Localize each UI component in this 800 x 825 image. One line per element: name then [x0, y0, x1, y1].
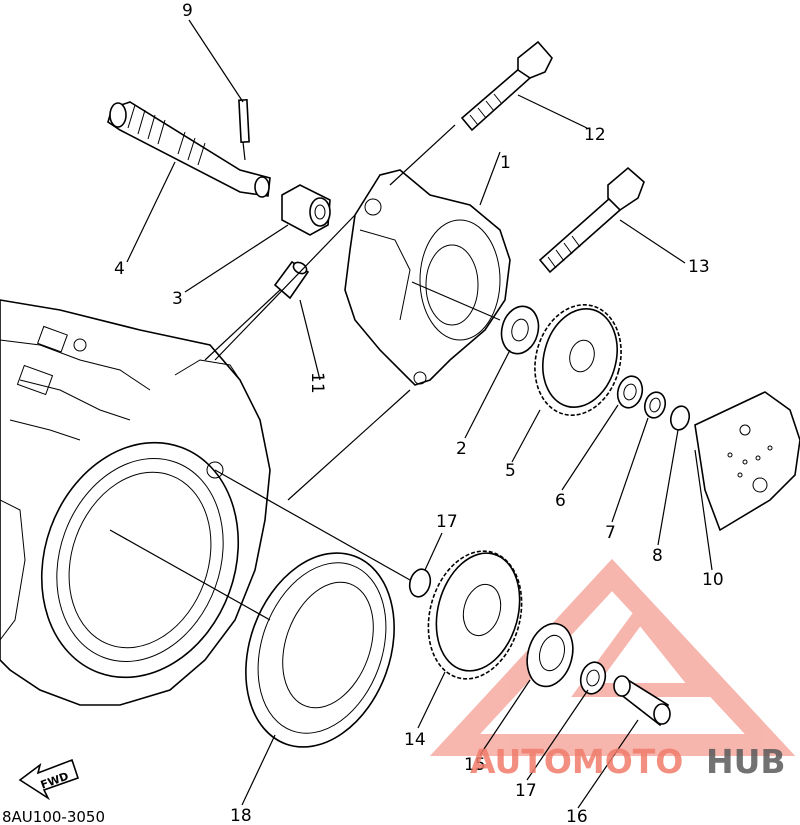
part-12-bolt [460, 40, 553, 132]
part-17-washer-lower [579, 661, 607, 695]
label-part-4: 4 [114, 259, 125, 279]
crankcase [0, 299, 271, 706]
part-5-gear [534, 304, 622, 416]
part-14-gear [427, 550, 523, 680]
label-part-5: 5 [505, 461, 516, 481]
label-part-2: 2 [456, 439, 467, 459]
part-7-washer [643, 391, 667, 419]
label-part-7: 7 [605, 523, 616, 543]
part-4-shaft [107, 101, 271, 198]
part-16-pin [613, 675, 671, 727]
part-13-bolt [538, 166, 645, 274]
fwd-arrow-icon: FWD [18, 758, 80, 801]
watermark-text: AUTOMOTO HUB [470, 742, 786, 781]
part-3-bushing [281, 184, 331, 236]
leader-lines [109, 19, 713, 809]
part-17-clip-upper [408, 568, 432, 598]
label-part-11: 11 [307, 372, 327, 394]
part-2-washer [500, 305, 540, 355]
label-part-15: 15 [464, 755, 486, 775]
part-1-housing [344, 169, 511, 386]
watermark-text-primary: AUTOMOTO [470, 742, 683, 781]
part-6-washer [616, 375, 644, 409]
diagram-code: 8AU100-3050 [2, 808, 105, 825]
label-part-17-upper: 17 [436, 512, 458, 532]
label-part-17-lower: 17 [515, 781, 537, 801]
label-part-8: 8 [652, 546, 663, 566]
label-part-14: 14 [404, 730, 426, 750]
label-part-13: 13 [688, 257, 710, 277]
label-part-18: 18 [230, 806, 252, 825]
part-8-clip [669, 405, 691, 431]
label-part-9: 9 [182, 1, 193, 21]
part-labels: 9 12 1 4 13 3 11 2 5 6 7 8 10 17 14 15 1… [114, 1, 724, 825]
part-10-plate [694, 391, 800, 532]
part-18-seal [245, 552, 395, 748]
label-part-6: 6 [555, 491, 566, 511]
part-15-bearing [526, 622, 574, 688]
label-part-10: 10 [702, 570, 724, 590]
label-part-16: 16 [566, 807, 588, 825]
label-part-1: 1 [500, 153, 511, 173]
label-part-3: 3 [172, 289, 183, 309]
label-part-12: 12 [584, 125, 606, 145]
part-9-pin [238, 98, 250, 144]
watermark-text-secondary: HUB [706, 742, 786, 781]
